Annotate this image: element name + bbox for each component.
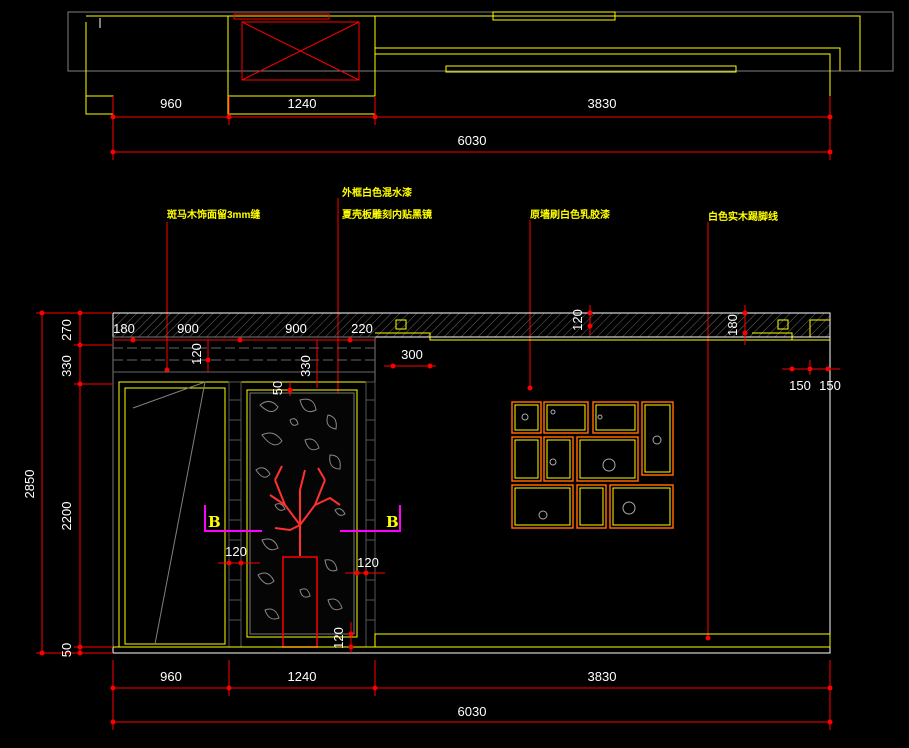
ceiling-right-return: [809, 319, 830, 337]
elev-dim-220: 220: [351, 321, 373, 336]
ceiling-step-right: [375, 332, 830, 341]
bottom-dim-total-6030: 6030: [458, 704, 487, 719]
crown-detail-right: [777, 319, 789, 330]
elev-dim-900-a: 900: [177, 321, 199, 336]
section-label-left: B: [208, 513, 221, 531]
top-dim-total-6030: 6030: [458, 133, 487, 148]
left-dim-total-2850: 2850: [22, 470, 37, 499]
carved-pattern: [255, 398, 346, 620]
side-column-right: [365, 381, 376, 648]
elev-dim-180-right: 180: [725, 314, 740, 336]
plan-cabinet-top: [233, 13, 330, 20]
plan-cabinet-box: [241, 21, 360, 81]
door-swing-line: [132, 381, 206, 645]
plan-cabinet-outer: [227, 15, 376, 97]
plan-wall-block: [85, 95, 114, 115]
elev-dim-50: 50: [270, 381, 285, 395]
crown-detail-left: [395, 319, 407, 330]
section-marker-left: [204, 505, 262, 532]
elev-dim-180: 180: [113, 321, 135, 336]
skirting-board: [374, 633, 831, 648]
elev-dim-150-a: 150: [789, 378, 811, 393]
top-dim-1240: 1240: [288, 96, 317, 111]
feature-carved-panel: [249, 392, 355, 635]
bottom-dim-960: 960: [160, 669, 182, 684]
elev-dim-300: 300: [401, 347, 423, 362]
ceiling-band: [112, 312, 831, 338]
elev-dim-330: 330: [298, 355, 313, 377]
elev-dim-120-top: 120: [189, 343, 204, 365]
door-leaf: [124, 387, 226, 645]
plan-cabinet-cross-b: [241, 21, 360, 81]
top-dim-3830: 3830: [588, 96, 617, 111]
elev-dim-150-b: 150: [819, 378, 841, 393]
side-column-left: [228, 381, 242, 648]
note-white-paint-frame: 外框白色混水漆: [341, 186, 412, 199]
plan-wall-outline: [86, 15, 861, 71]
bottom-dim-3830: 3830: [588, 669, 617, 684]
plan-frame: [67, 11, 894, 72]
left-dim-330: 330: [59, 355, 74, 377]
plan-wall-inner: [85, 22, 114, 115]
plan-right-wall: [375, 47, 841, 71]
note-white-latex-paint: 原墙刷白色乳胶漆: [530, 208, 610, 221]
plan-right-inner: [375, 53, 831, 71]
note-carved-board-mirror: 夏壳板雕刻内贴黑镜: [341, 208, 432, 221]
feature-frame-inner: [246, 389, 358, 638]
bottom-dim-1240: 1240: [288, 669, 317, 684]
elev-dim-120-bottom: 120: [331, 627, 346, 649]
elev-dim-120-left: 120: [225, 544, 247, 559]
left-dim-50: 50: [59, 643, 74, 657]
elevation-dimension-lines: [36, 305, 840, 730]
tree-decoration: [269, 465, 341, 556]
plan-tv-cabinet: [445, 65, 737, 73]
left-dim-270: 270: [59, 319, 74, 341]
left-dim-2200: 2200: [59, 502, 74, 531]
elev-dim-120-right: 120: [357, 555, 379, 570]
wall-outline: [112, 312, 831, 654]
section-label-right: B: [386, 513, 399, 531]
ceiling-step-right2: [752, 332, 793, 340]
picture-frame-gallery: [511, 401, 674, 529]
note-white-wood-skirting: 白色实木踢脚线: [708, 210, 778, 223]
elev-dim-900-b: 900: [285, 321, 307, 336]
top-plan-view: [67, 11, 894, 115]
elevation-view: B B: [112, 312, 831, 654]
elev-dim-120-ceiling: 120: [570, 309, 585, 331]
top-dim-960: 960: [160, 96, 182, 111]
top-plan-dimensions: [110, 96, 833, 160]
section-marker-right: [340, 505, 401, 532]
note-zebrawood-veneer: 斑马木饰面留3mm缝: [167, 208, 260, 221]
